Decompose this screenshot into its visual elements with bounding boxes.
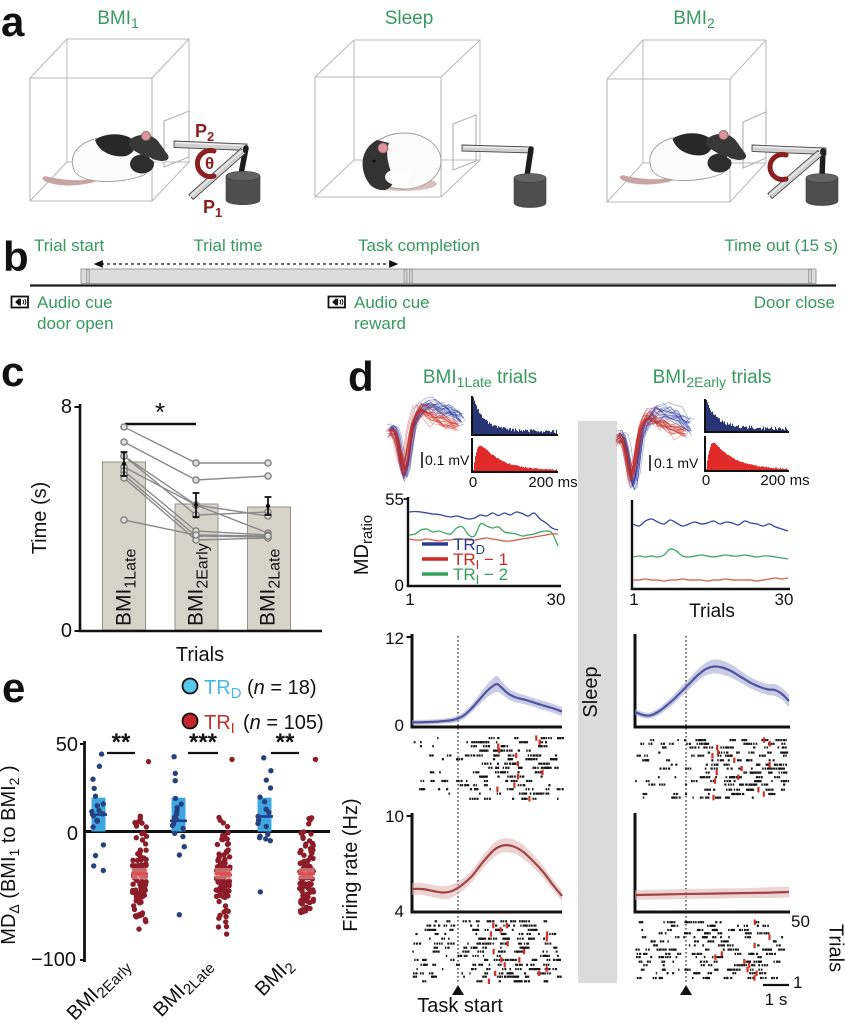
svg-text:Time out (15 s): Time out (15 s) [724, 236, 838, 255]
svg-text:Task start: Task start [417, 995, 503, 1017]
svg-text:12: 12 [385, 629, 404, 648]
svg-text:50: 50 [56, 734, 78, 756]
svg-text:Time (s): Time (s) [29, 482, 51, 555]
svg-text:0: 0 [469, 474, 477, 491]
svg-text:b: b [3, 233, 29, 280]
svg-text:reward: reward [354, 314, 406, 333]
svg-text:door open: door open [37, 314, 114, 333]
svg-text:55: 55 [385, 490, 404, 509]
svg-text:***: *** [189, 729, 218, 756]
svg-text:Door close: Door close [754, 293, 835, 312]
svg-text:Trials: Trials [689, 601, 735, 622]
svg-text:**: ** [112, 729, 131, 756]
svg-text:d: d [348, 353, 374, 400]
svg-text:(n = 18): (n = 18) [247, 677, 317, 699]
svg-text:1: 1 [405, 590, 414, 609]
svg-text:0: 0 [702, 472, 710, 489]
svg-text:Trials: Trials [176, 644, 224, 666]
svg-text:a: a [1, 0, 25, 45]
svg-text:**: ** [276, 729, 295, 756]
svg-text:e: e [2, 664, 25, 711]
svg-text:0.1 mV: 0.1 mV [654, 455, 699, 471]
svg-text:50: 50 [791, 912, 810, 931]
svg-text:200 ms: 200 ms [760, 472, 809, 489]
svg-text:10: 10 [385, 807, 404, 826]
svg-text:200 ms: 200 ms [528, 474, 577, 491]
svg-text:Audio cue: Audio cue [354, 293, 430, 312]
svg-text:0.1 mV: 0.1 mV [425, 452, 470, 468]
svg-text:θ: θ [205, 154, 214, 173]
svg-text:0: 0 [395, 576, 404, 595]
svg-text:30: 30 [547, 590, 566, 609]
svg-text:Sleep: Sleep [580, 666, 602, 717]
svg-text:0: 0 [395, 716, 404, 735]
svg-text:1: 1 [629, 590, 638, 609]
svg-text:8: 8 [61, 396, 72, 418]
svg-text:Sleep: Sleep [385, 8, 434, 29]
svg-text:Audio cue: Audio cue [37, 293, 113, 312]
svg-text:30: 30 [775, 590, 794, 609]
svg-text:0: 0 [61, 620, 72, 642]
svg-text:c: c [1, 348, 24, 395]
svg-text:TRI − 2: TRI − 2 [453, 565, 508, 587]
svg-text:Firing rate (Hz): Firing rate (Hz) [340, 798, 362, 931]
svg-text:4: 4 [395, 902, 404, 921]
svg-text:Trials: Trials [825, 924, 845, 972]
svg-text:Trial time: Trial time [193, 236, 262, 255]
svg-text:*: * [155, 397, 165, 427]
svg-text:1: 1 [793, 973, 802, 992]
svg-text:Trial start: Trial start [34, 236, 104, 255]
svg-text:Task completion: Task completion [358, 236, 480, 255]
svg-text:0: 0 [67, 823, 78, 845]
svg-text:1 s: 1 s [765, 990, 788, 1009]
svg-text:−100: −100 [31, 949, 76, 971]
